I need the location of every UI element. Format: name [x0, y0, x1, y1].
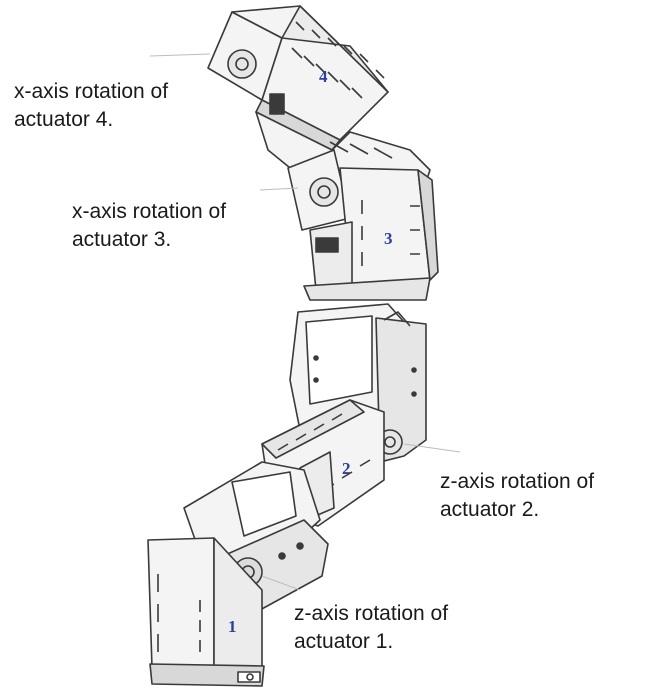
actuator-1 [147, 537, 265, 687]
annotation-actuator-4: x-axis rotation of actuator 4. [14, 78, 168, 134]
annotation-3-line2: actuator 3. [72, 228, 172, 251]
leader-line-3 [259, 187, 299, 191]
lower-link [183, 461, 329, 611]
annotation-2-line1: z-axis rotation of [440, 470, 595, 493]
annotation-4-line2: actuator 4. [14, 108, 114, 131]
actuator-label-1: 1 [228, 617, 237, 636]
leader-line-1 [261, 575, 301, 591]
annotation-2-line2: actuator 2. [440, 498, 540, 521]
annotation-3-line1: x-axis rotation of [72, 200, 227, 223]
annotation-1-line1: z-axis rotation of [294, 602, 449, 625]
actuator-3 [287, 149, 439, 301]
leader-line-2 [403, 443, 461, 453]
actuator-label-4: 4 [319, 67, 328, 86]
annotation-1-line2: actuator 1. [294, 630, 394, 653]
actuator-label-2: 2 [342, 459, 351, 478]
annotation-actuator-2: z-axis rotation of actuator 2. [440, 468, 594, 524]
annotation-4-line1: x-axis rotation of [14, 80, 169, 103]
actuator-4 [207, 5, 431, 201]
annotation-actuator-1: z-axis rotation of actuator 1. [294, 600, 448, 656]
leader-line-4 [149, 53, 211, 57]
actuator-label-3: 3 [384, 229, 393, 248]
annotation-actuator-3: x-axis rotation of actuator 3. [72, 198, 226, 254]
